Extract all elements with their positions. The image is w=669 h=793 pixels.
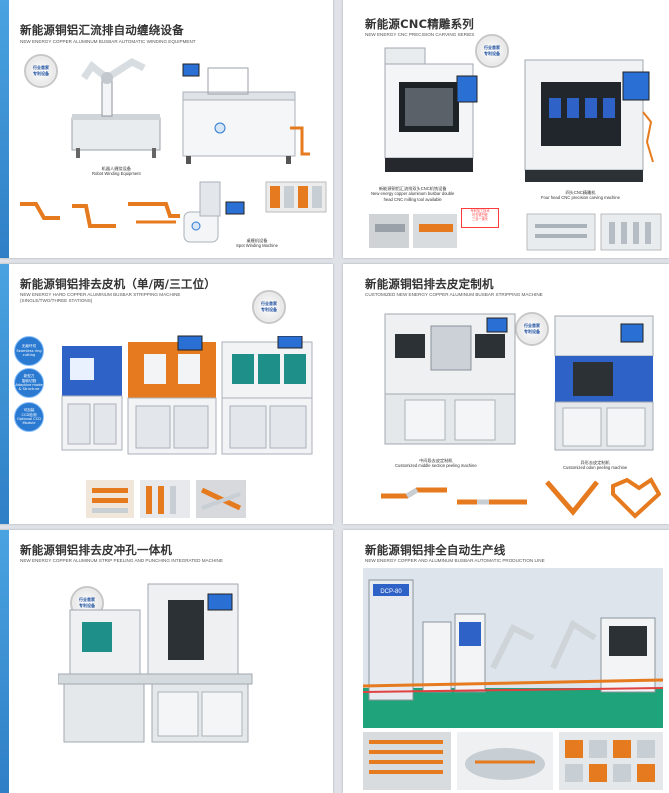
panel-title: 新能源铜铝排去皮冲孔一体机 bbox=[20, 543, 173, 557]
panel-custom-stripping: 新能源铜铝排去皮定制机 CUSTOMIZED NEW ENERGY COPPER… bbox=[343, 264, 669, 524]
panel-title: 新能源铜铝排去皮定制机 bbox=[365, 277, 494, 291]
panel-stripping-machine: 新能源铜铝排去皮机（单/两/三工位） NEW ENERGY HARD COPPE… bbox=[0, 264, 333, 524]
two-station-stripper-image bbox=[127, 335, 217, 455]
single-station-stripper-image bbox=[61, 346, 123, 451]
production-line-sample-photos bbox=[363, 732, 663, 790]
double-head-cnc-machine-image bbox=[384, 47, 478, 172]
panel-subtitle: NEW ENERGY HARD COPPER ALUMINUM BUSBAR S… bbox=[20, 292, 181, 303]
robot-winding-machine-image bbox=[71, 57, 161, 158]
panel-cnc-series: 新能源CNC精雕系列 NEW ENERGY CNC PRECISION CARV… bbox=[343, 0, 669, 258]
panel-title: 新能源铜铝汇流排自动缠绕设备 bbox=[20, 23, 184, 37]
busbar-parts-tray-image bbox=[265, 181, 327, 213]
panel-title: 新能源铜铝排全自动生产线 bbox=[365, 543, 506, 557]
panel-production-line: 新能源铜铝排全自动生产线 NEW ENERGY COPPER AND ALUMI… bbox=[343, 530, 669, 793]
panel-title: 新能源CNC精雕系列 bbox=[365, 17, 475, 31]
press-label: DCP-80 bbox=[380, 589, 402, 595]
panel-sidebar bbox=[0, 530, 9, 793]
panel-sidebar bbox=[0, 0, 9, 258]
patent-badge: 行业首家 专利设备 bbox=[475, 34, 509, 68]
panel-subtitle: NEW ENERGY CNC PRECISION CARVING SERIES bbox=[365, 32, 475, 37]
panel-subtitle: NEW ENERGY COPPER ALUMINUM BUSBAR AUTOMA… bbox=[20, 39, 196, 44]
peeling-punching-integrated-machine-image bbox=[58, 583, 253, 743]
production-line-photo: DCP-80 bbox=[363, 568, 663, 728]
patent-badge: 行业首家 专利设备 bbox=[515, 312, 549, 346]
panel-subtitle: CUSTOMIZED NEW ENERGY COPPER ALUMINUM BU… bbox=[365, 292, 543, 297]
odon-peeling-machine-image bbox=[554, 315, 654, 451]
three-station-stripper-image bbox=[221, 336, 313, 455]
spot-winding-machine-image bbox=[183, 181, 245, 243]
middle-section-peeling-machine-image bbox=[384, 313, 516, 445]
patent-badge: 行业首家 专利设备 bbox=[24, 54, 58, 88]
custom-busbar-samples bbox=[381, 477, 661, 519]
panel-subtitle: NEW ENERGY COPPER AND ALUMINUM BUSBAR AU… bbox=[365, 558, 545, 563]
four-head-cnc-machine-image bbox=[524, 59, 654, 182]
panel-sidebar bbox=[0, 264, 9, 524]
patent-process-note: 专利加工技术可去铣凹处三合一接头 bbox=[461, 208, 499, 228]
stripped-busbar-samples bbox=[86, 480, 246, 518]
busbar-samples-image bbox=[20, 202, 180, 228]
panel-subtitle: NEW ENERGY COPPER ALUMINUM STRIP PEELING… bbox=[20, 558, 223, 563]
patent-badge: 行业首家 专利设备 bbox=[252, 290, 286, 324]
winding-table-machine-image bbox=[182, 63, 310, 164]
panel-title: 新能源铜铝排去皮机（单/两/三工位） bbox=[20, 277, 216, 291]
cnc-sample-photos bbox=[369, 213, 662, 251]
panel-winding-equipment: 新能源铜铝汇流排自动缠绕设备 NEW ENERGY COPPER ALUMINU… bbox=[0, 0, 333, 258]
panel-peeling-punching-machine: 新能源铜铝排去皮冲孔一体机 NEW ENERGY COPPER ALUMINUM… bbox=[0, 530, 333, 793]
